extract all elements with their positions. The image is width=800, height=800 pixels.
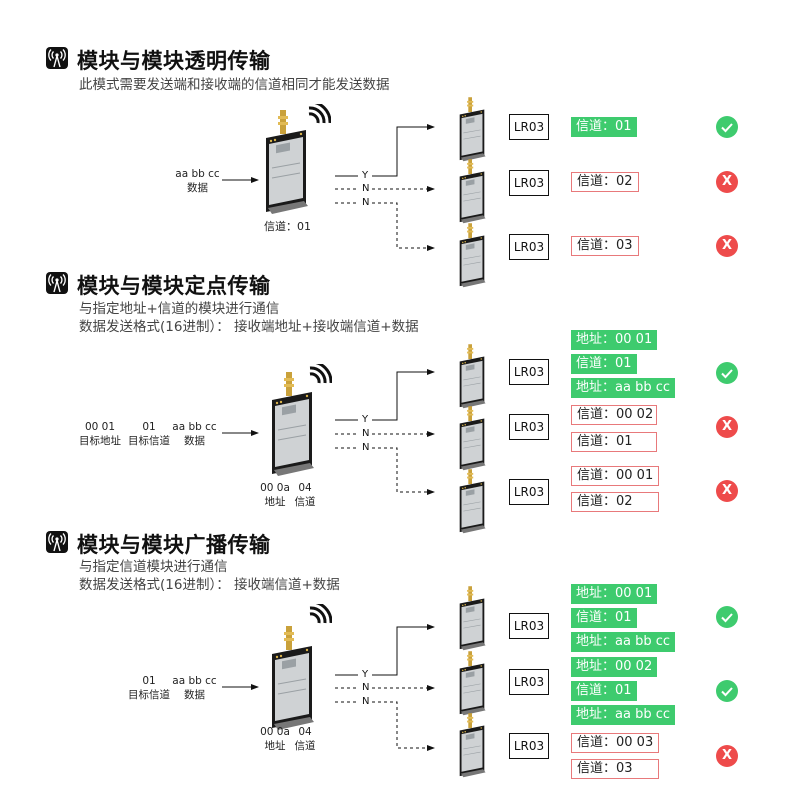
address-tag-match: 地址：00 02 [571, 657, 658, 677]
sender-module [262, 108, 310, 224]
sender-address-value: 00 0a [260, 482, 290, 494]
receiver-module [457, 158, 487, 231]
receiver-module [457, 712, 487, 785]
connector-match [372, 624, 435, 676]
data-tag-match: 地址：aa bb cc [571, 378, 675, 398]
check-icon [716, 680, 738, 702]
check-icon [716, 606, 738, 628]
sender-channel-label: 信道 [294, 496, 316, 508]
x-icon: X [716, 171, 738, 193]
section-subtitle: 数据发送格式(16进制）： 接收端信道+数据 [79, 577, 340, 593]
data-tag-match: 地址：aa bb cc [571, 632, 675, 652]
input-data-value: aa bb cc [172, 675, 217, 687]
input-target-address-label: 目标地址 [79, 435, 121, 447]
channel-tag-match: 信道：01 [571, 117, 637, 137]
input-target-channel-value: 01 [142, 421, 156, 433]
input-data-label: 数据 [184, 435, 205, 447]
connector-no-match [372, 447, 435, 495]
address-tag-mismatch: 信道：00 03 [571, 733, 659, 753]
check-icon [716, 116, 738, 138]
receiver-model-box: LR03 [509, 733, 549, 759]
channel-tag-match: 信道：01 [571, 354, 637, 374]
x-icon: X [716, 480, 738, 502]
receiver-model-box: LR03 [509, 613, 549, 639]
channel-tag-mismatch: 信道：01 [571, 432, 657, 452]
check-icon [716, 362, 738, 384]
connector-no-match [372, 701, 435, 751]
section-subtitle: 此模式需要发送端和接收端的信道相同才能发送数据 [79, 77, 390, 93]
input-data-label: 数据 [187, 182, 208, 194]
receiver-module [457, 405, 487, 478]
sender-module [268, 370, 316, 486]
receiver-module [457, 650, 487, 723]
channel-tag-mismatch: 信道：03 [571, 236, 639, 256]
address-tag-match: 地址：00 01 [571, 330, 658, 350]
input-target-channel-label: 目标信道 [128, 689, 170, 701]
receiver-module [457, 222, 487, 295]
receiver-model-box: LR03 [509, 414, 549, 440]
branch-label-y: Y [362, 669, 369, 680]
receiver-model-box: LR03 [509, 234, 549, 260]
branch-label-n: N [362, 442, 370, 453]
sender-address-value: 00 0a [260, 726, 290, 738]
branch-label-n: N [362, 197, 370, 208]
section-title: 模块与模块透明传输 [77, 49, 271, 73]
sender-module [268, 624, 316, 740]
input-data-value: aa bb cc [172, 421, 217, 433]
address-tag-match: 地址：00 01 [571, 584, 658, 604]
channel-tag-mismatch: 信道：03 [571, 759, 659, 779]
input-data-value: aa bb cc [175, 168, 220, 180]
address-tag-mismatch: 信道：00 02 [571, 405, 657, 425]
x-icon: X [716, 416, 738, 438]
branch-label-n: N [362, 183, 370, 194]
sender-channel-label: 信道 [294, 740, 316, 752]
channel-tag-mismatch: 信道：02 [571, 172, 639, 192]
receiver-module [457, 96, 487, 169]
sender-address-label: 地址 [264, 740, 286, 752]
receiver-module [457, 343, 487, 416]
x-icon: X [716, 745, 738, 767]
sender-channel-caption: 信道：01 [264, 220, 311, 233]
receiver-model-box: LR03 [509, 479, 549, 505]
channel-tag-mismatch: 信道：02 [571, 492, 659, 512]
sender-channel-value: 04 [298, 726, 312, 738]
receiver-model-box: LR03 [509, 669, 549, 695]
branch-label-n: N [362, 696, 370, 707]
address-tag-mismatch: 信道：00 01 [571, 466, 659, 486]
branch-label-n: N [362, 682, 370, 693]
section-subtitle: 数据发送格式(16进制）： 接收端地址+接收端信道+数据 [79, 319, 419, 335]
connector-match [372, 124, 435, 177]
x-icon: X [716, 235, 738, 257]
data-tag-match: 地址：aa bb cc [571, 705, 675, 725]
receiver-model-box: LR03 [509, 114, 549, 140]
branch-label-y: Y [362, 414, 369, 425]
receiver-model-box: LR03 [509, 359, 549, 385]
section-subtitle: 与指定信道模块进行通信 [79, 559, 228, 575]
input-target-channel-value: 01 [142, 675, 156, 687]
input-target-address-value: 00 01 [84, 421, 116, 433]
section-title: 模块与模块定点传输 [77, 274, 271, 298]
sender-channel-value: 04 [298, 482, 312, 494]
input-data-label: 数据 [184, 689, 205, 701]
input-target-channel-label: 目标信道 [128, 435, 170, 447]
receiver-model-box: LR03 [509, 170, 549, 196]
channel-tag-match: 信道：01 [571, 608, 637, 628]
antenna-icon [46, 272, 68, 294]
sender-address-label: 地址 [264, 496, 286, 508]
receiver-module [457, 585, 487, 658]
section-subtitle: 与指定地址+信道的模块进行通信 [79, 301, 280, 317]
branch-label-n: N [362, 428, 370, 439]
section-title: 模块与模块广播传输 [77, 533, 271, 557]
antenna-icon [46, 47, 68, 69]
branch-label-y: Y [362, 170, 369, 181]
channel-tag-match: 信道：01 [571, 681, 637, 701]
receiver-module [457, 468, 487, 541]
antenna-icon [46, 531, 68, 553]
connector-match [372, 369, 435, 421]
connector-no-match [372, 202, 435, 251]
